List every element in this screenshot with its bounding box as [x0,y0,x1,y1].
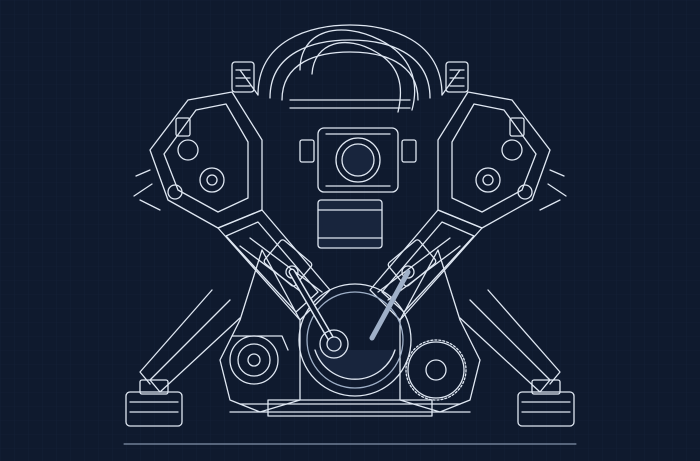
right-engine-mount-icon [459,289,575,427]
pulley-left-icon [229,335,289,385]
intake-runners-icon [231,24,469,113]
connecting-rod-icon [288,268,411,359]
right-piston-icon [387,239,437,287]
pulley-right-icon [405,339,467,401]
throttle-body-icon [299,127,417,249]
left-engine-mount-icon [125,289,241,427]
crankshaft-icon [298,283,412,397]
